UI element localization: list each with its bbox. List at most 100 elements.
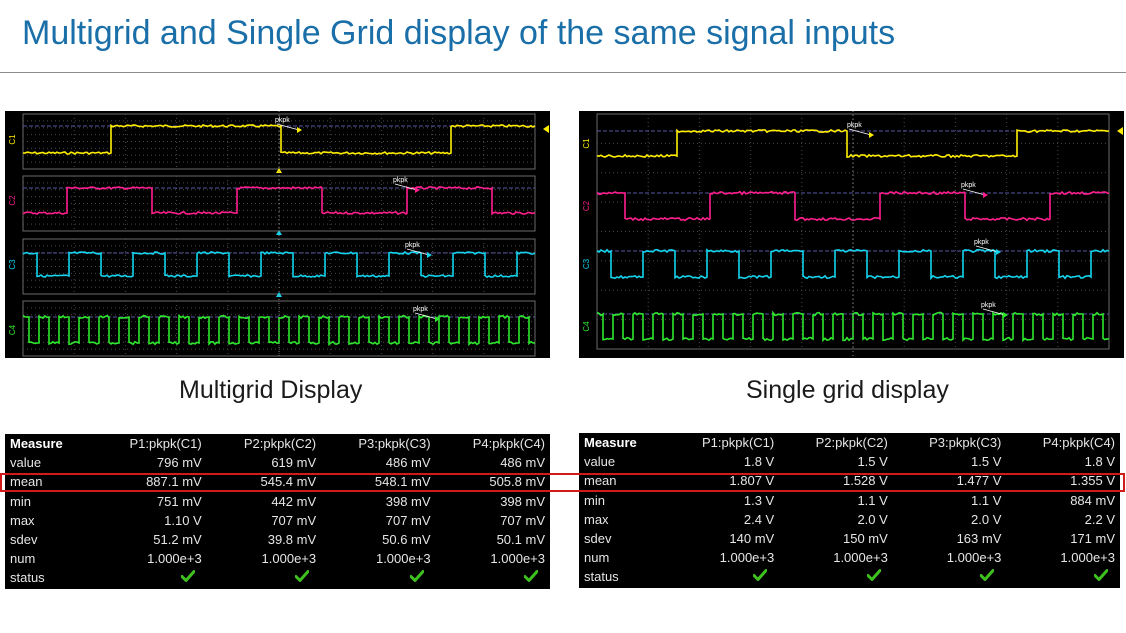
title-divider bbox=[0, 72, 1126, 73]
value-cell: 50.6 mV bbox=[382, 532, 431, 548]
marker-arrow-icon bbox=[415, 187, 420, 193]
measure-header-row: Measure P1:pkpk(C1) P2:pkpk(C2) P3:pkpk(… bbox=[579, 433, 1120, 452]
measure-header: Measure bbox=[10, 436, 63, 452]
value-cell: 1.1 V bbox=[857, 492, 888, 508]
marker-arrow-icon bbox=[427, 252, 432, 258]
channel-label-c4: C4 bbox=[8, 324, 17, 335]
checkmark-icon bbox=[1093, 567, 1109, 586]
value-cell: 1.807 V bbox=[729, 473, 775, 489]
value-cell: 1.528 V bbox=[842, 473, 888, 489]
value-cell: 1.8 V bbox=[743, 454, 775, 470]
p4-header: P4:pkpk(C4) bbox=[472, 436, 545, 452]
waveform-trace-c2 bbox=[596, 190, 1110, 222]
p3-header: P3:pkpk(C3) bbox=[929, 435, 1002, 451]
value-cell: 1.000e+3 bbox=[375, 551, 431, 567]
channel-label-c3: C3 bbox=[8, 259, 17, 270]
pkpk-marker-label: pkpk bbox=[413, 306, 428, 313]
row-label: status bbox=[584, 569, 619, 585]
checkmark-icon bbox=[979, 567, 995, 586]
value-cell: 398 mV bbox=[500, 493, 545, 509]
value-cell: 1.000e+3 bbox=[261, 551, 317, 567]
channel-label-c3: C3 bbox=[582, 258, 591, 269]
singlegrid-measure-table: Measure P1:pkpk(C1) P2:pkpk(C2) P3:pkpk(… bbox=[579, 433, 1120, 588]
row-label: max bbox=[10, 512, 35, 528]
waveform-trace-c4 bbox=[22, 314, 536, 347]
checkmark-icon bbox=[752, 567, 768, 586]
row-label: status bbox=[10, 570, 45, 586]
checkmark-icon bbox=[294, 568, 310, 587]
marker-arrow-icon bbox=[869, 132, 874, 138]
measure-row-sdev: sdev 51.2 mV 39.8 mV 50.6 mV 50.1 mV bbox=[5, 530, 550, 549]
trigger-marker-icon bbox=[276, 168, 282, 173]
marker-arrow-icon bbox=[983, 192, 988, 198]
singlegrid-caption: Single grid display bbox=[746, 376, 949, 404]
status-cell bbox=[779, 567, 893, 586]
pkpk-marker-label: pkpk bbox=[847, 122, 862, 129]
value-cell: 505.8 mV bbox=[489, 474, 545, 490]
p4-header: P4:pkpk(C4) bbox=[1042, 435, 1115, 451]
marker-arrow-icon bbox=[996, 249, 1001, 255]
value-cell: 2.2 V bbox=[1084, 511, 1115, 527]
value-cell: 486 mV bbox=[500, 455, 545, 471]
value-cell: 548.1 mV bbox=[374, 474, 431, 490]
status-cell bbox=[436, 568, 550, 587]
value-cell: 796 mV bbox=[156, 455, 202, 471]
value-cell: 2.4 V bbox=[743, 511, 775, 527]
pkpk-marker-label: pkpk bbox=[974, 239, 989, 246]
value-cell: 171 mV bbox=[1070, 531, 1115, 547]
p1-header: P1:pkpk(C1) bbox=[701, 435, 775, 451]
value-cell: 1.477 V bbox=[956, 473, 1002, 489]
pkpk-marker-label: pkpk bbox=[961, 182, 976, 189]
value-cell: 163 mV bbox=[956, 531, 1002, 547]
value-cell: 1.000e+3 bbox=[719, 550, 775, 566]
value-cell: 50.1 mV bbox=[496, 532, 545, 548]
value-cell: 1.3 V bbox=[743, 492, 775, 508]
multigrid-caption: Multigrid Display bbox=[179, 376, 363, 404]
waveform-trace-c3 bbox=[22, 250, 536, 279]
p3-header: P3:pkpk(C3) bbox=[358, 436, 431, 452]
row-label: value bbox=[10, 455, 42, 471]
marker-arrow-icon bbox=[1003, 312, 1008, 318]
value-cell: 1.5 V bbox=[971, 454, 1002, 470]
channel-label-c4: C4 bbox=[582, 321, 591, 332]
checkmark-icon bbox=[866, 567, 882, 586]
row-label: value bbox=[584, 454, 616, 470]
value-cell: 887.1 mV bbox=[146, 474, 202, 490]
value-cell: 707 mV bbox=[271, 512, 317, 528]
value-cell: 442 mV bbox=[271, 493, 317, 509]
marker-arrow-icon bbox=[297, 127, 302, 133]
channel-label-c1: C1 bbox=[582, 138, 591, 149]
value-cell: 486 mV bbox=[385, 455, 431, 471]
measure-row-status: status bbox=[5, 568, 550, 587]
value-cell: 1.355 V bbox=[1070, 473, 1115, 489]
value-cell: 1.000e+3 bbox=[946, 550, 1002, 566]
value-cell: 751 mV bbox=[156, 493, 202, 509]
value-cell: 39.8 mV bbox=[267, 532, 317, 548]
value-cell: 2.0 V bbox=[857, 511, 888, 527]
value-cell: 51.2 mV bbox=[153, 532, 202, 548]
marker-arrow-icon bbox=[435, 316, 440, 322]
row-label: min bbox=[10, 493, 31, 509]
trigger-marker-icon bbox=[543, 125, 549, 133]
channel-label-c2: C2 bbox=[582, 200, 591, 211]
value-cell: 707 mV bbox=[385, 512, 431, 528]
row-label: min bbox=[584, 492, 605, 508]
channel-label-c1: C1 bbox=[8, 134, 17, 145]
value-cell: 1.000e+3 bbox=[1060, 550, 1115, 566]
pkpk-marker-label: pkpk bbox=[275, 117, 290, 124]
status-cell bbox=[92, 568, 206, 587]
waveform-trace-c2 bbox=[22, 185, 536, 216]
row-label: sdev bbox=[10, 532, 38, 548]
